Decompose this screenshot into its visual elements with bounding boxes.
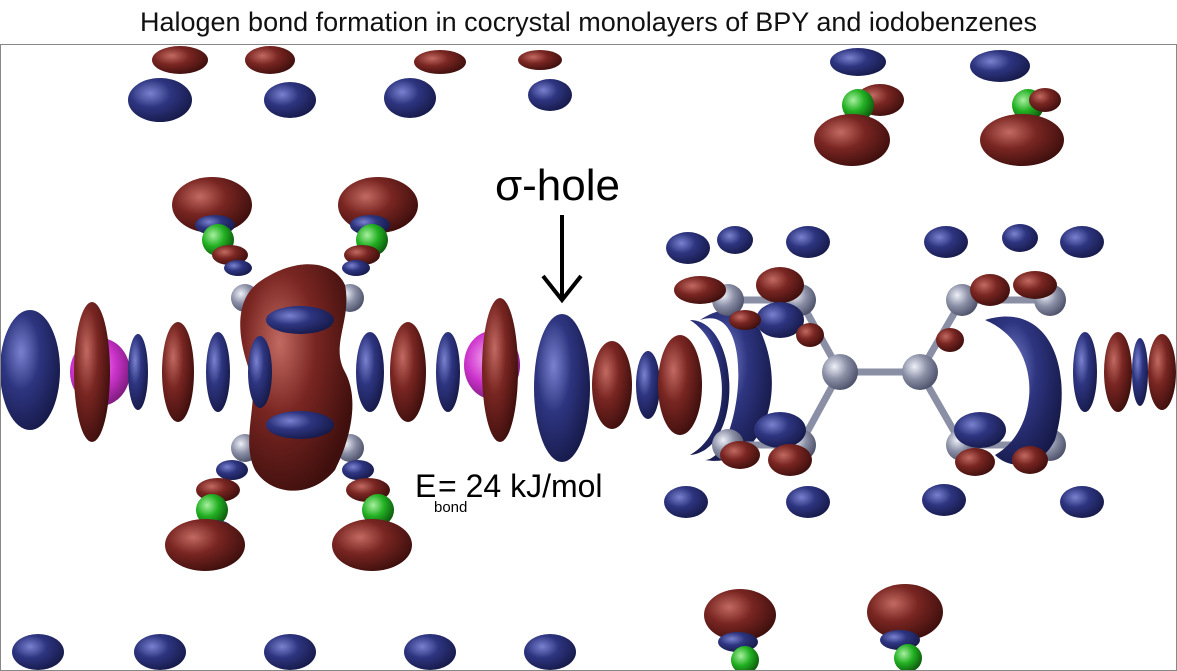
- lobe-red: [955, 448, 995, 476]
- lobe-red: [796, 323, 824, 347]
- bpy-molecule: [658, 224, 1176, 518]
- fluorine-atom: [894, 644, 922, 671]
- bond-energy-annotation: E bond = 24 kJ/mol: [415, 468, 603, 516]
- figure-title-bar: Halogen bond formation in cocrystal mono…: [0, 0, 1177, 44]
- figure-title: Halogen bond formation in cocrystal mono…: [139, 6, 1038, 37]
- lobe-red: [1104, 332, 1132, 412]
- lobe-blue: [216, 460, 248, 480]
- iodobenzene-molecule: [0, 177, 520, 571]
- ring-density-blue: [700, 310, 772, 461]
- hydrogen-lobe: [922, 484, 966, 516]
- hydrogen-lobe: [786, 226, 830, 258]
- sigma-hole-annotation: σ-hole: [495, 161, 620, 304]
- lobe-blue: [266, 411, 334, 439]
- bond-energy-subscript: bond: [434, 499, 467, 516]
- lobe-red: [674, 276, 726, 304]
- nitrogen-lone-pair-lobe: [690, 320, 730, 455]
- sigma-hole-arrow-head: [541, 274, 583, 304]
- lobe-blue: [0, 310, 60, 430]
- hydrogen-lobe: [717, 226, 753, 254]
- lobe-blue: [954, 412, 1006, 448]
- hydrogen-lobe: [924, 226, 968, 258]
- lobe-red: [720, 441, 760, 469]
- lobe-red: [152, 46, 208, 74]
- carbon-atom: [822, 354, 858, 390]
- lobe-blue: [12, 634, 64, 670]
- lobe-red: [768, 444, 812, 476]
- fluorine-atom: [842, 89, 874, 121]
- lobe-red: [814, 114, 890, 166]
- hydrogen-lobe: [664, 486, 708, 518]
- lobe-red: [165, 519, 245, 571]
- lobe-blue: [128, 334, 148, 410]
- bond-energy-symbol: E: [415, 468, 436, 504]
- lobe-red: [212, 245, 248, 265]
- lobe-blue: [524, 634, 576, 670]
- lobe-red: [172, 177, 252, 233]
- hydrogen-lobe: [1060, 486, 1104, 518]
- ring-density-blue: [985, 316, 1062, 465]
- lobe-blue: [342, 460, 374, 480]
- carbon-atom: [902, 354, 938, 390]
- lobe-blue: [128, 78, 192, 122]
- lobe-red: [1148, 334, 1176, 410]
- lobe-blue: [264, 634, 316, 670]
- lobe-red: [390, 322, 426, 422]
- lobe-blue: [754, 412, 806, 448]
- lobe-blue: [1073, 332, 1097, 412]
- lobe-red: [482, 298, 518, 442]
- lobe-blue: [756, 302, 804, 338]
- lobe-red: [970, 274, 1010, 306]
- lobe-blue: [436, 332, 460, 412]
- lobe-red: [332, 519, 412, 571]
- lobe-blue: [264, 82, 316, 118]
- hydrogen-lobe: [1060, 226, 1104, 258]
- lobe-red: [1012, 446, 1048, 474]
- lobe-blue: [134, 634, 186, 670]
- lobe-red: [729, 310, 761, 330]
- lobe-red: [658, 335, 702, 435]
- orbital-diagram: σ-hole E bond = 24 kJ/mol: [0, 46, 1176, 671]
- lobe-blue: [384, 78, 436, 118]
- lobe-blue: [248, 336, 272, 408]
- sigma-hole-label: σ-hole: [495, 161, 620, 210]
- lobe-red: [704, 589, 776, 641]
- halogen-bond-region: [534, 314, 660, 462]
- lobe-red: [344, 245, 380, 265]
- lobe-blue: [224, 260, 252, 276]
- lobe-blue: [636, 351, 660, 419]
- lobe-red: [245, 46, 295, 74]
- lobe-red: [162, 322, 194, 422]
- top-row-molecules: [128, 46, 1064, 166]
- bottom-row-molecules: [12, 584, 943, 671]
- lobe-red: [1013, 271, 1057, 299]
- lobe-red: [980, 114, 1064, 166]
- lobe-blue: [356, 332, 384, 412]
- lobe-blue: [206, 332, 230, 412]
- lobe-red: [518, 50, 562, 70]
- fluorine-atom: [731, 646, 759, 671]
- lobe-blue: [266, 306, 334, 334]
- lobe-blue: [1132, 338, 1148, 406]
- lobe-red: [1029, 88, 1061, 112]
- fluorine-atom: [196, 494, 228, 526]
- lobe-blue: [970, 50, 1030, 82]
- hydrogen-lobe: [666, 232, 710, 264]
- carbon-atom: [946, 284, 978, 316]
- fluorine-atom: [362, 494, 394, 526]
- hydrogen-lobe: [786, 486, 830, 518]
- lobe-red: [74, 302, 110, 442]
- lobe-red: [592, 341, 632, 429]
- hydrogen-lobe: [1002, 224, 1038, 252]
- lobe-blue: [404, 634, 456, 670]
- sigma-hole-lobe: [534, 314, 590, 462]
- lobe-blue: [528, 79, 572, 111]
- lobe-red: [414, 50, 466, 74]
- lobe-red: [867, 584, 943, 640]
- bond-energy-value: = 24 kJ/mol: [438, 468, 603, 504]
- lobe-blue: [830, 48, 886, 76]
- lobe-red: [936, 328, 964, 352]
- lobe-blue: [342, 260, 370, 276]
- lobe-red: [756, 267, 804, 303]
